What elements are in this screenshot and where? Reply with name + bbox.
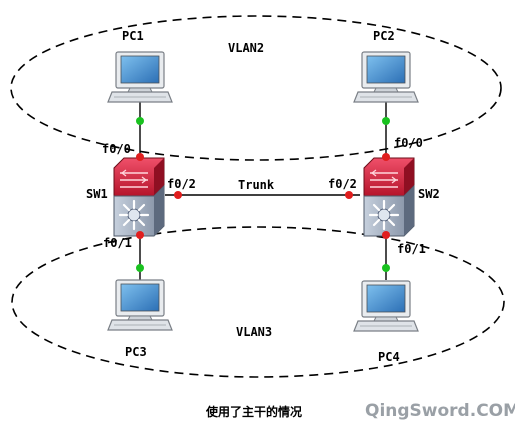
vlan2-boundary [10, 15, 502, 161]
pc4-port-dot [382, 264, 390, 272]
sw1-port-f0-0-label: f0/0 [102, 142, 131, 156]
diagram-caption: 使用了主干的情况 [205, 404, 302, 419]
sw2-f0-2-dot [345, 191, 353, 199]
pc1-label: PC1 [122, 29, 144, 43]
watermark: QingSword.COM [365, 401, 515, 421]
sw1-f0-0-dot [136, 153, 144, 161]
sw2-label: SW2 [418, 187, 440, 201]
pc4-label: PC4 [378, 350, 400, 364]
sw2-icon[interactable] [362, 156, 416, 238]
vlan2-label: VLAN2 [228, 41, 264, 55]
sw1-f0-1-dot [136, 231, 144, 239]
sw1-f0-2-dot [174, 191, 182, 199]
sw2-port-f0-0-label: f0/0 [394, 136, 423, 150]
sw2-port-f0-2-label: f0/2 [328, 177, 357, 191]
pc1-port-dot [136, 117, 144, 125]
pc3-port-dot [136, 264, 144, 272]
sw1-port-f0-2-label: f0/2 [167, 177, 196, 191]
sw1-port-f0-1-label: f0/1 [103, 236, 132, 250]
vlan3-label: VLAN3 [236, 325, 272, 339]
sw2-port-f0-1-label: f0/1 [397, 242, 426, 256]
pc1-icon[interactable] [107, 51, 173, 103]
pc4-icon[interactable] [353, 280, 419, 332]
sw1-label: SW1 [86, 187, 108, 201]
port-markers [136, 117, 390, 272]
pc3-label: PC3 [125, 345, 147, 359]
trunk-label: Trunk [238, 178, 275, 192]
vlan3-boundary [11, 226, 505, 378]
sw2-f0-0-dot [382, 153, 390, 161]
sw1-icon[interactable] [112, 156, 166, 238]
pc2-label: PC2 [373, 29, 395, 43]
pc2-port-dot [382, 117, 390, 125]
pc3-icon[interactable] [107, 279, 173, 331]
sw2-f0-1-dot [382, 231, 390, 239]
pc2-icon[interactable] [353, 51, 419, 103]
